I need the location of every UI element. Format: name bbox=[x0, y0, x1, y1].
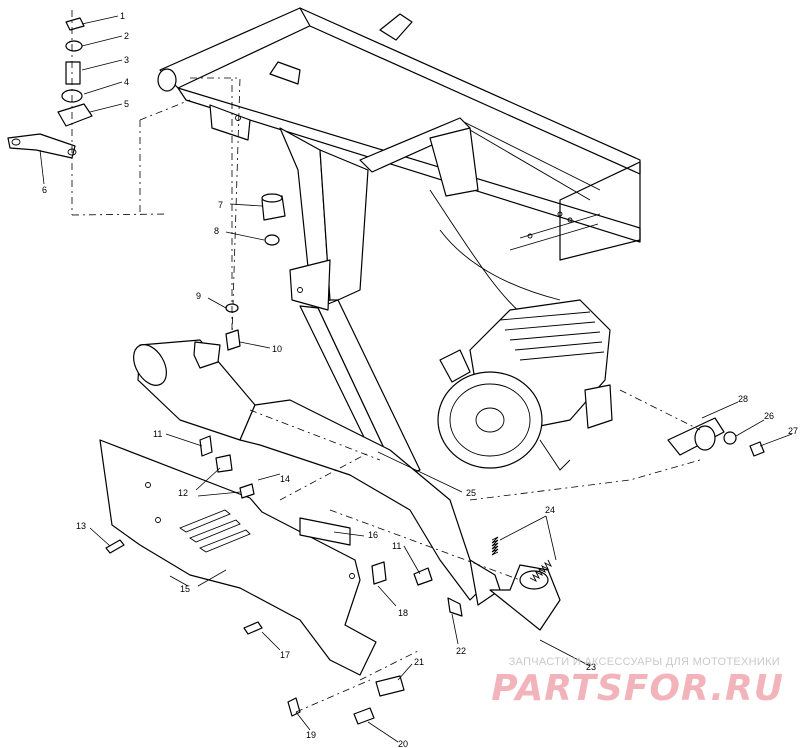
watermark-brand: PARTSFOR.RU bbox=[491, 668, 784, 709]
callout-25: 25 bbox=[466, 488, 476, 498]
callout-21: 21 bbox=[414, 657, 424, 667]
callout-11-lower: 11 bbox=[392, 541, 401, 551]
callout-5: 5 bbox=[124, 99, 129, 109]
leader-lines bbox=[39, 15, 793, 743]
callout-23: 23 bbox=[586, 662, 596, 672]
watermark-logo: ЗАПЧАСТИ И АКСЕССУАРЫ ДЛЯ МОТОТЕХНИКИ PA… bbox=[470, 650, 800, 748]
watermark-tagline: ЗАПЧАСТИ И АКСЕССУАРЫ ДЛЯ МОТОТЕХНИКИ bbox=[508, 656, 780, 668]
callout-18: 18 bbox=[398, 608, 408, 618]
callout-11-upper: 11 bbox=[153, 429, 162, 439]
callouts: 1 2 3 4 5 6 7 8 9 10 11 11 12 13 14 15 1… bbox=[42, 11, 798, 748]
callout-12: 12 bbox=[178, 488, 188, 498]
springs bbox=[491, 536, 553, 583]
frame bbox=[157, 7, 641, 479]
callout-1: 1 bbox=[120, 11, 125, 21]
fasteners bbox=[105, 435, 463, 725]
engine bbox=[437, 299, 613, 471]
callout-2: 2 bbox=[124, 31, 129, 41]
callout-13: 13 bbox=[76, 521, 86, 531]
callout-10: 10 bbox=[272, 344, 282, 354]
callout-22: 22 bbox=[456, 646, 466, 656]
callout-15: 15 bbox=[180, 584, 190, 594]
isolator-hardware bbox=[225, 193, 286, 351]
callout-26: 26 bbox=[764, 411, 774, 421]
callout-6: 6 bbox=[42, 185, 47, 195]
callout-24: 24 bbox=[545, 505, 555, 515]
callout-16: 16 bbox=[368, 530, 378, 540]
callout-20: 20 bbox=[398, 739, 408, 748]
callout-17: 17 bbox=[280, 650, 290, 660]
muffler bbox=[133, 339, 561, 631]
heat-shield bbox=[99, 439, 377, 676]
mount-hardware bbox=[7, 10, 241, 339]
callout-7: 7 bbox=[218, 200, 223, 210]
exhaust-flange bbox=[667, 417, 765, 457]
callout-14: 14 bbox=[280, 474, 290, 484]
callout-19: 19 bbox=[306, 730, 316, 740]
callout-9: 9 bbox=[196, 291, 201, 301]
callout-4: 4 bbox=[124, 77, 129, 87]
callout-8: 8 bbox=[214, 226, 219, 236]
callout-3: 3 bbox=[124, 55, 129, 65]
callout-27: 27 bbox=[788, 426, 798, 436]
centerlines bbox=[231, 78, 701, 713]
callout-28: 28 bbox=[738, 394, 748, 404]
